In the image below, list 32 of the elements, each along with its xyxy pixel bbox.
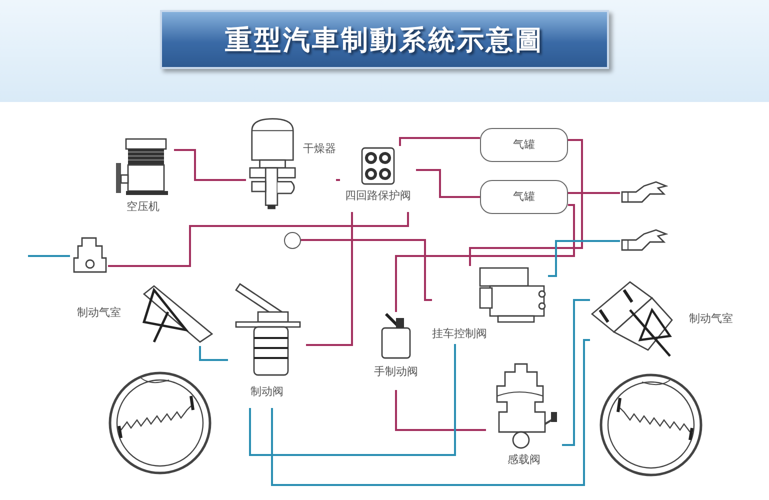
component-label: 挂车控制阀 bbox=[432, 327, 487, 340]
air-pipe bbox=[271, 339, 590, 486]
air-pipe bbox=[174, 149, 246, 181]
component-label: 空压机 bbox=[126, 200, 160, 214]
air-tank bbox=[480, 128, 568, 162]
component-label: 制动气室 bbox=[77, 306, 121, 320]
air-pipe bbox=[336, 179, 340, 181]
component-label: 干燥器 bbox=[303, 142, 336, 156]
pressure-gauge bbox=[284, 232, 301, 249]
component-label: 制动阀 bbox=[250, 385, 284, 398]
air-pipe bbox=[306, 212, 353, 346]
air-pipe bbox=[28, 255, 70, 257]
air-pipe bbox=[416, 169, 480, 198]
diagram-title: 重型汽車制動系統示意圖 bbox=[225, 24, 544, 58]
component-label: 四回路保护阀 bbox=[345, 189, 411, 202]
component-label: 手制动阀 bbox=[374, 365, 418, 378]
air-pipe bbox=[568, 192, 620, 194]
air-pipe bbox=[395, 204, 575, 312]
component-label: 感载阀 bbox=[508, 453, 540, 466]
tank-label: 气罐 bbox=[513, 190, 535, 204]
air-pipe bbox=[548, 240, 620, 277]
air-pipe bbox=[395, 390, 486, 431]
component-label: 制动气室 bbox=[689, 312, 733, 326]
air-pipe bbox=[301, 239, 432, 301]
air-pipe bbox=[199, 346, 228, 361]
air-pipe bbox=[562, 299, 590, 446]
air-pipe bbox=[249, 344, 456, 456]
tank-label: 气罐 bbox=[513, 138, 535, 152]
air-pipe bbox=[469, 139, 583, 266]
air-tank bbox=[480, 180, 568, 214]
air-pipe bbox=[399, 137, 480, 146]
air-pipe bbox=[108, 212, 409, 267]
